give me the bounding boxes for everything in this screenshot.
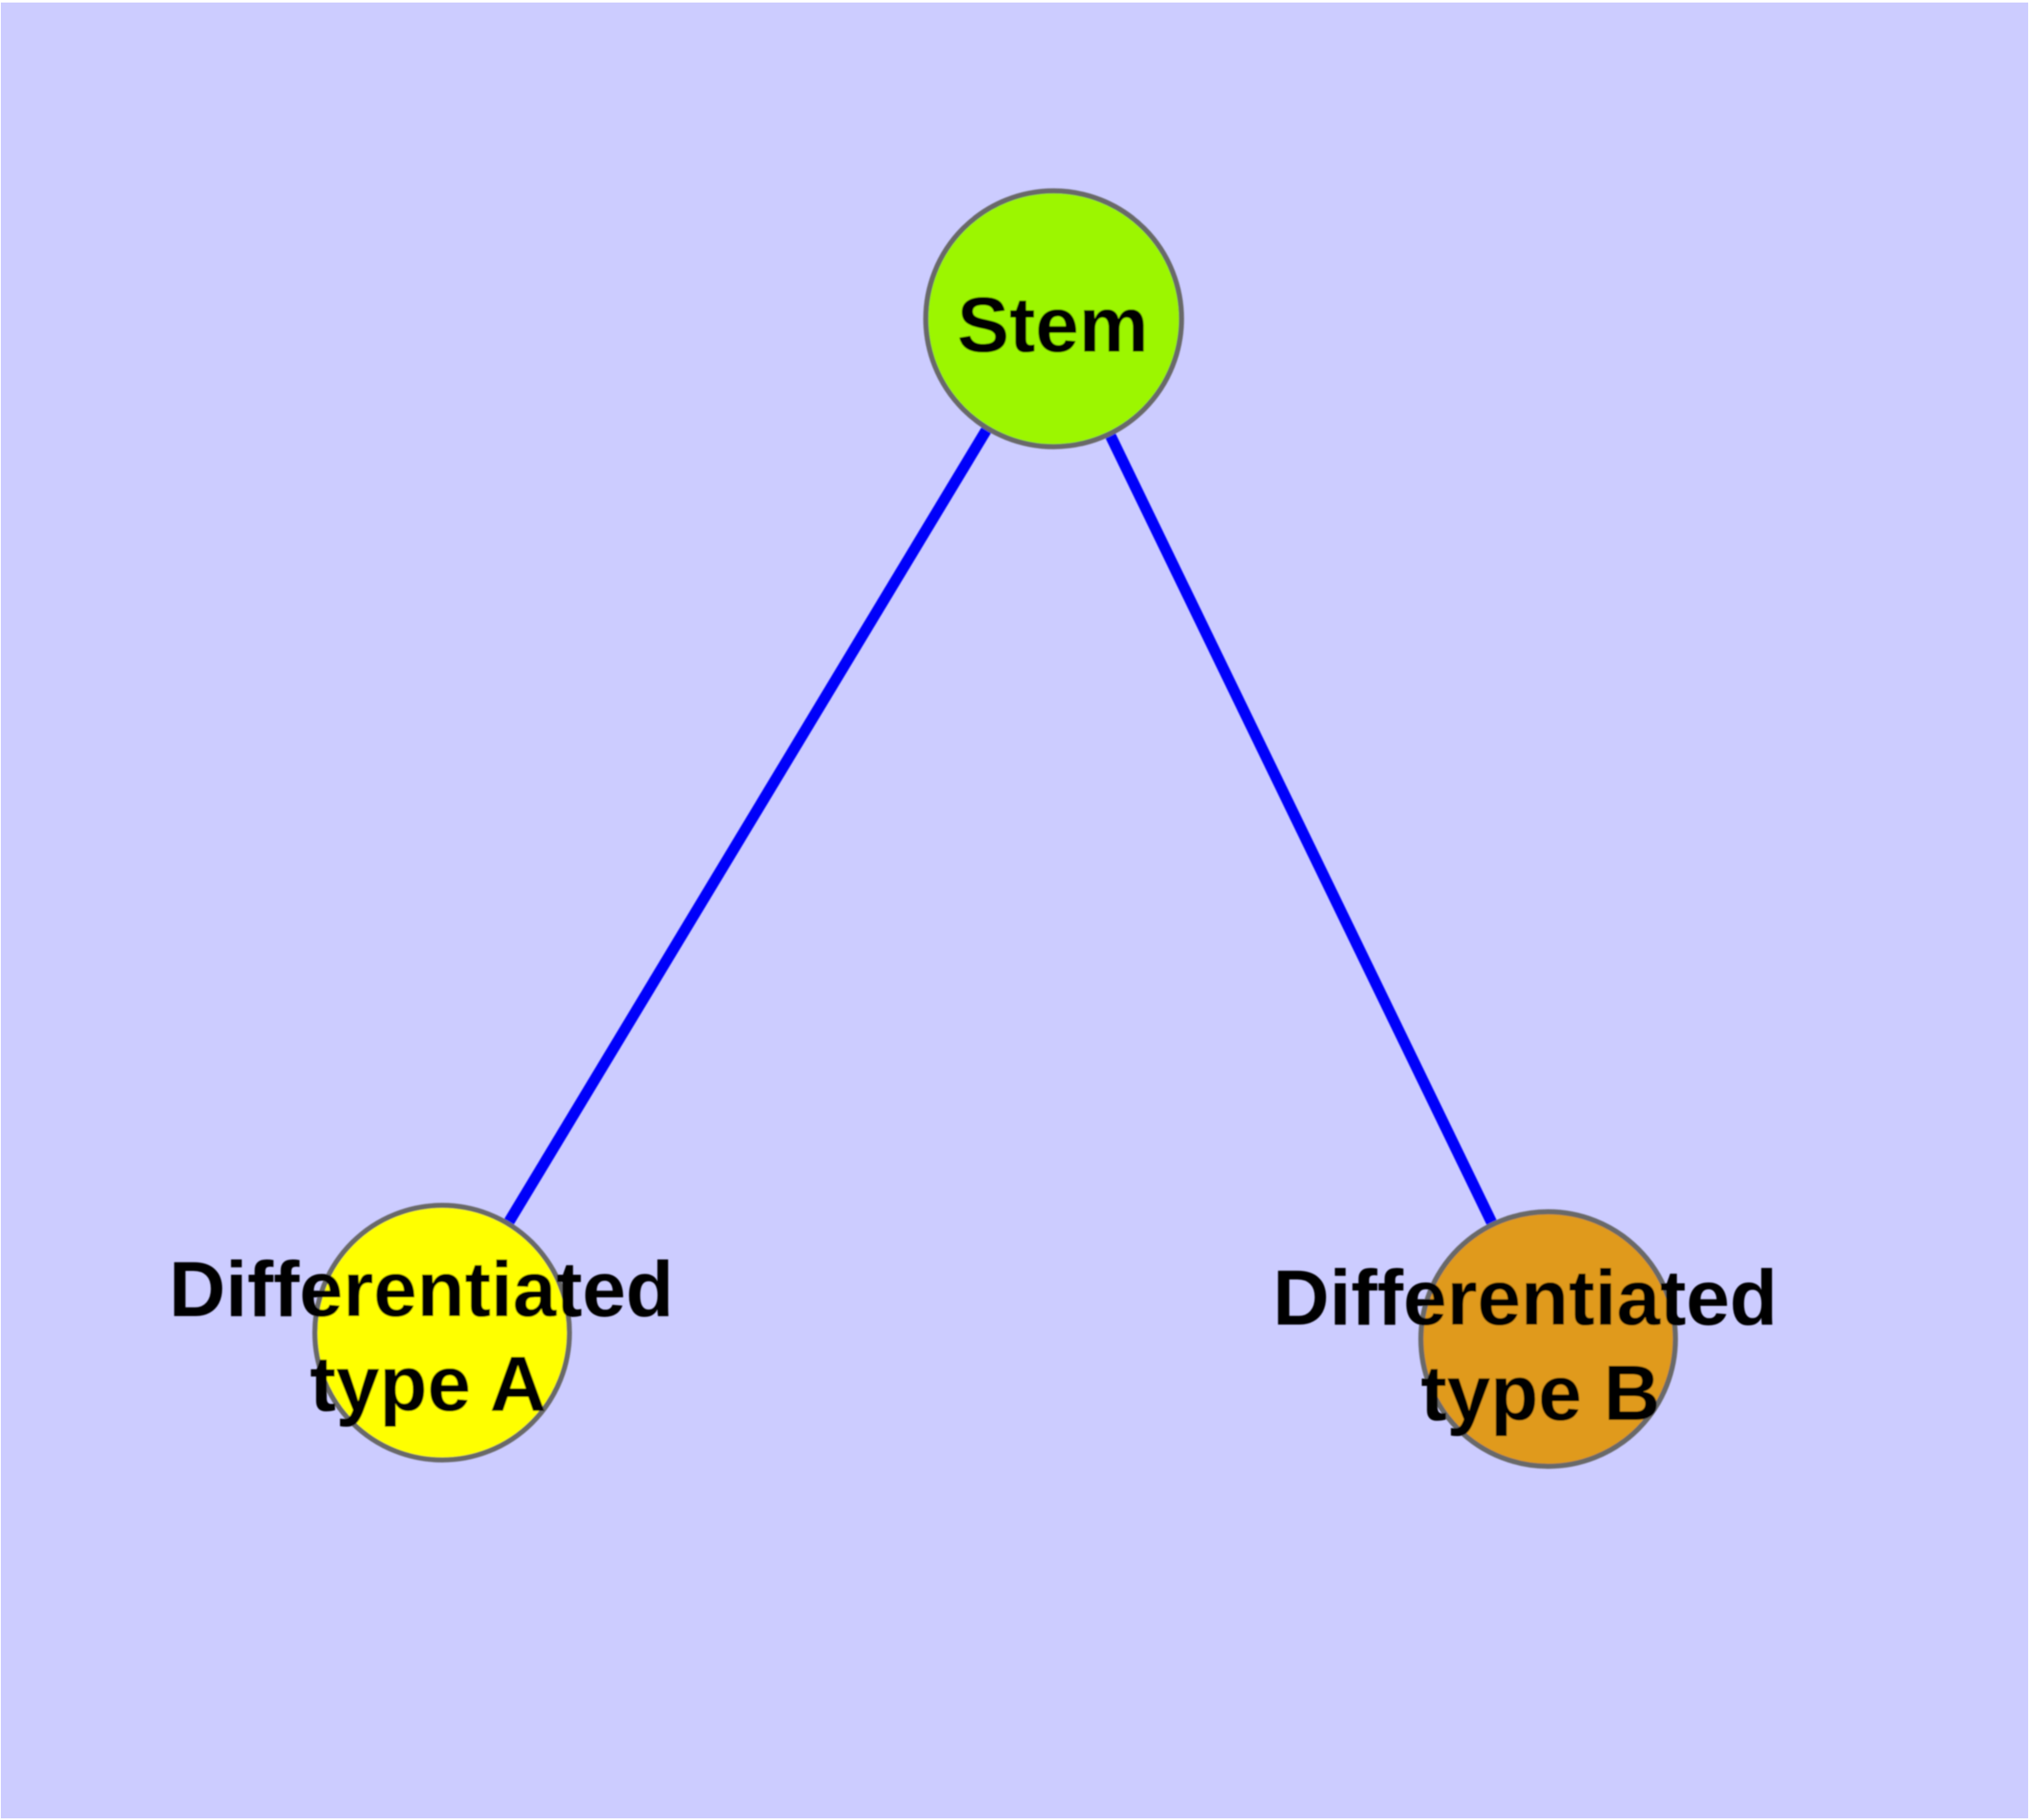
svg-text:Differentiated: Differentiated — [1273, 1255, 1778, 1342]
svg-text:Stem: Stem — [957, 282, 1149, 369]
svg-text:Differentiated: Differentiated — [169, 1246, 674, 1333]
svg-text:type B: type B — [1420, 1350, 1660, 1437]
svg-text:type A: type A — [310, 1341, 546, 1428]
